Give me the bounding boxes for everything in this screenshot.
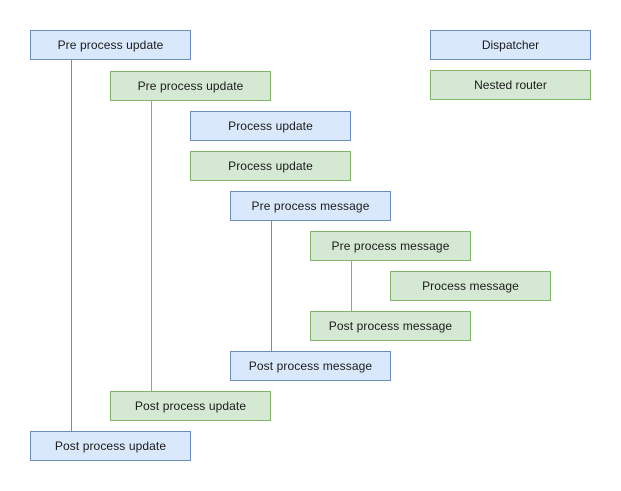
legend-item-nested-router[interactable]: Nested router bbox=[430, 70, 591, 100]
node-process-update-nested-router[interactable]: Process update bbox=[190, 151, 351, 181]
connector-pre-to-post-update-nested-router bbox=[151, 101, 152, 391]
node-pre-process-message-dispatcher[interactable]: Pre process message bbox=[230, 191, 391, 221]
node-post-process-message-nested-router[interactable]: Post process message bbox=[310, 311, 471, 341]
node-post-process-update-nested-router[interactable]: Post process update bbox=[110, 391, 271, 421]
legend-item-dispatcher[interactable]: Dispatcher bbox=[430, 30, 591, 60]
node-process-update-dispatcher[interactable]: Process update bbox=[190, 111, 351, 141]
connector-pre-to-post-update-dispatcher bbox=[71, 60, 72, 431]
connector-pre-to-post-message-dispatcher bbox=[271, 221, 272, 351]
connector-pre-to-post-message-nested-router bbox=[351, 261, 352, 311]
node-post-process-update-dispatcher[interactable]: Post process update bbox=[30, 431, 191, 461]
node-pre-process-update-dispatcher[interactable]: Pre process update bbox=[30, 30, 191, 60]
node-process-message-nested-router[interactable]: Process message bbox=[390, 271, 551, 301]
node-post-process-message-dispatcher[interactable]: Post process message bbox=[230, 351, 391, 381]
node-pre-process-update-nested-router[interactable]: Pre process update bbox=[110, 71, 271, 101]
node-pre-process-message-nested-router[interactable]: Pre process message bbox=[310, 231, 471, 261]
